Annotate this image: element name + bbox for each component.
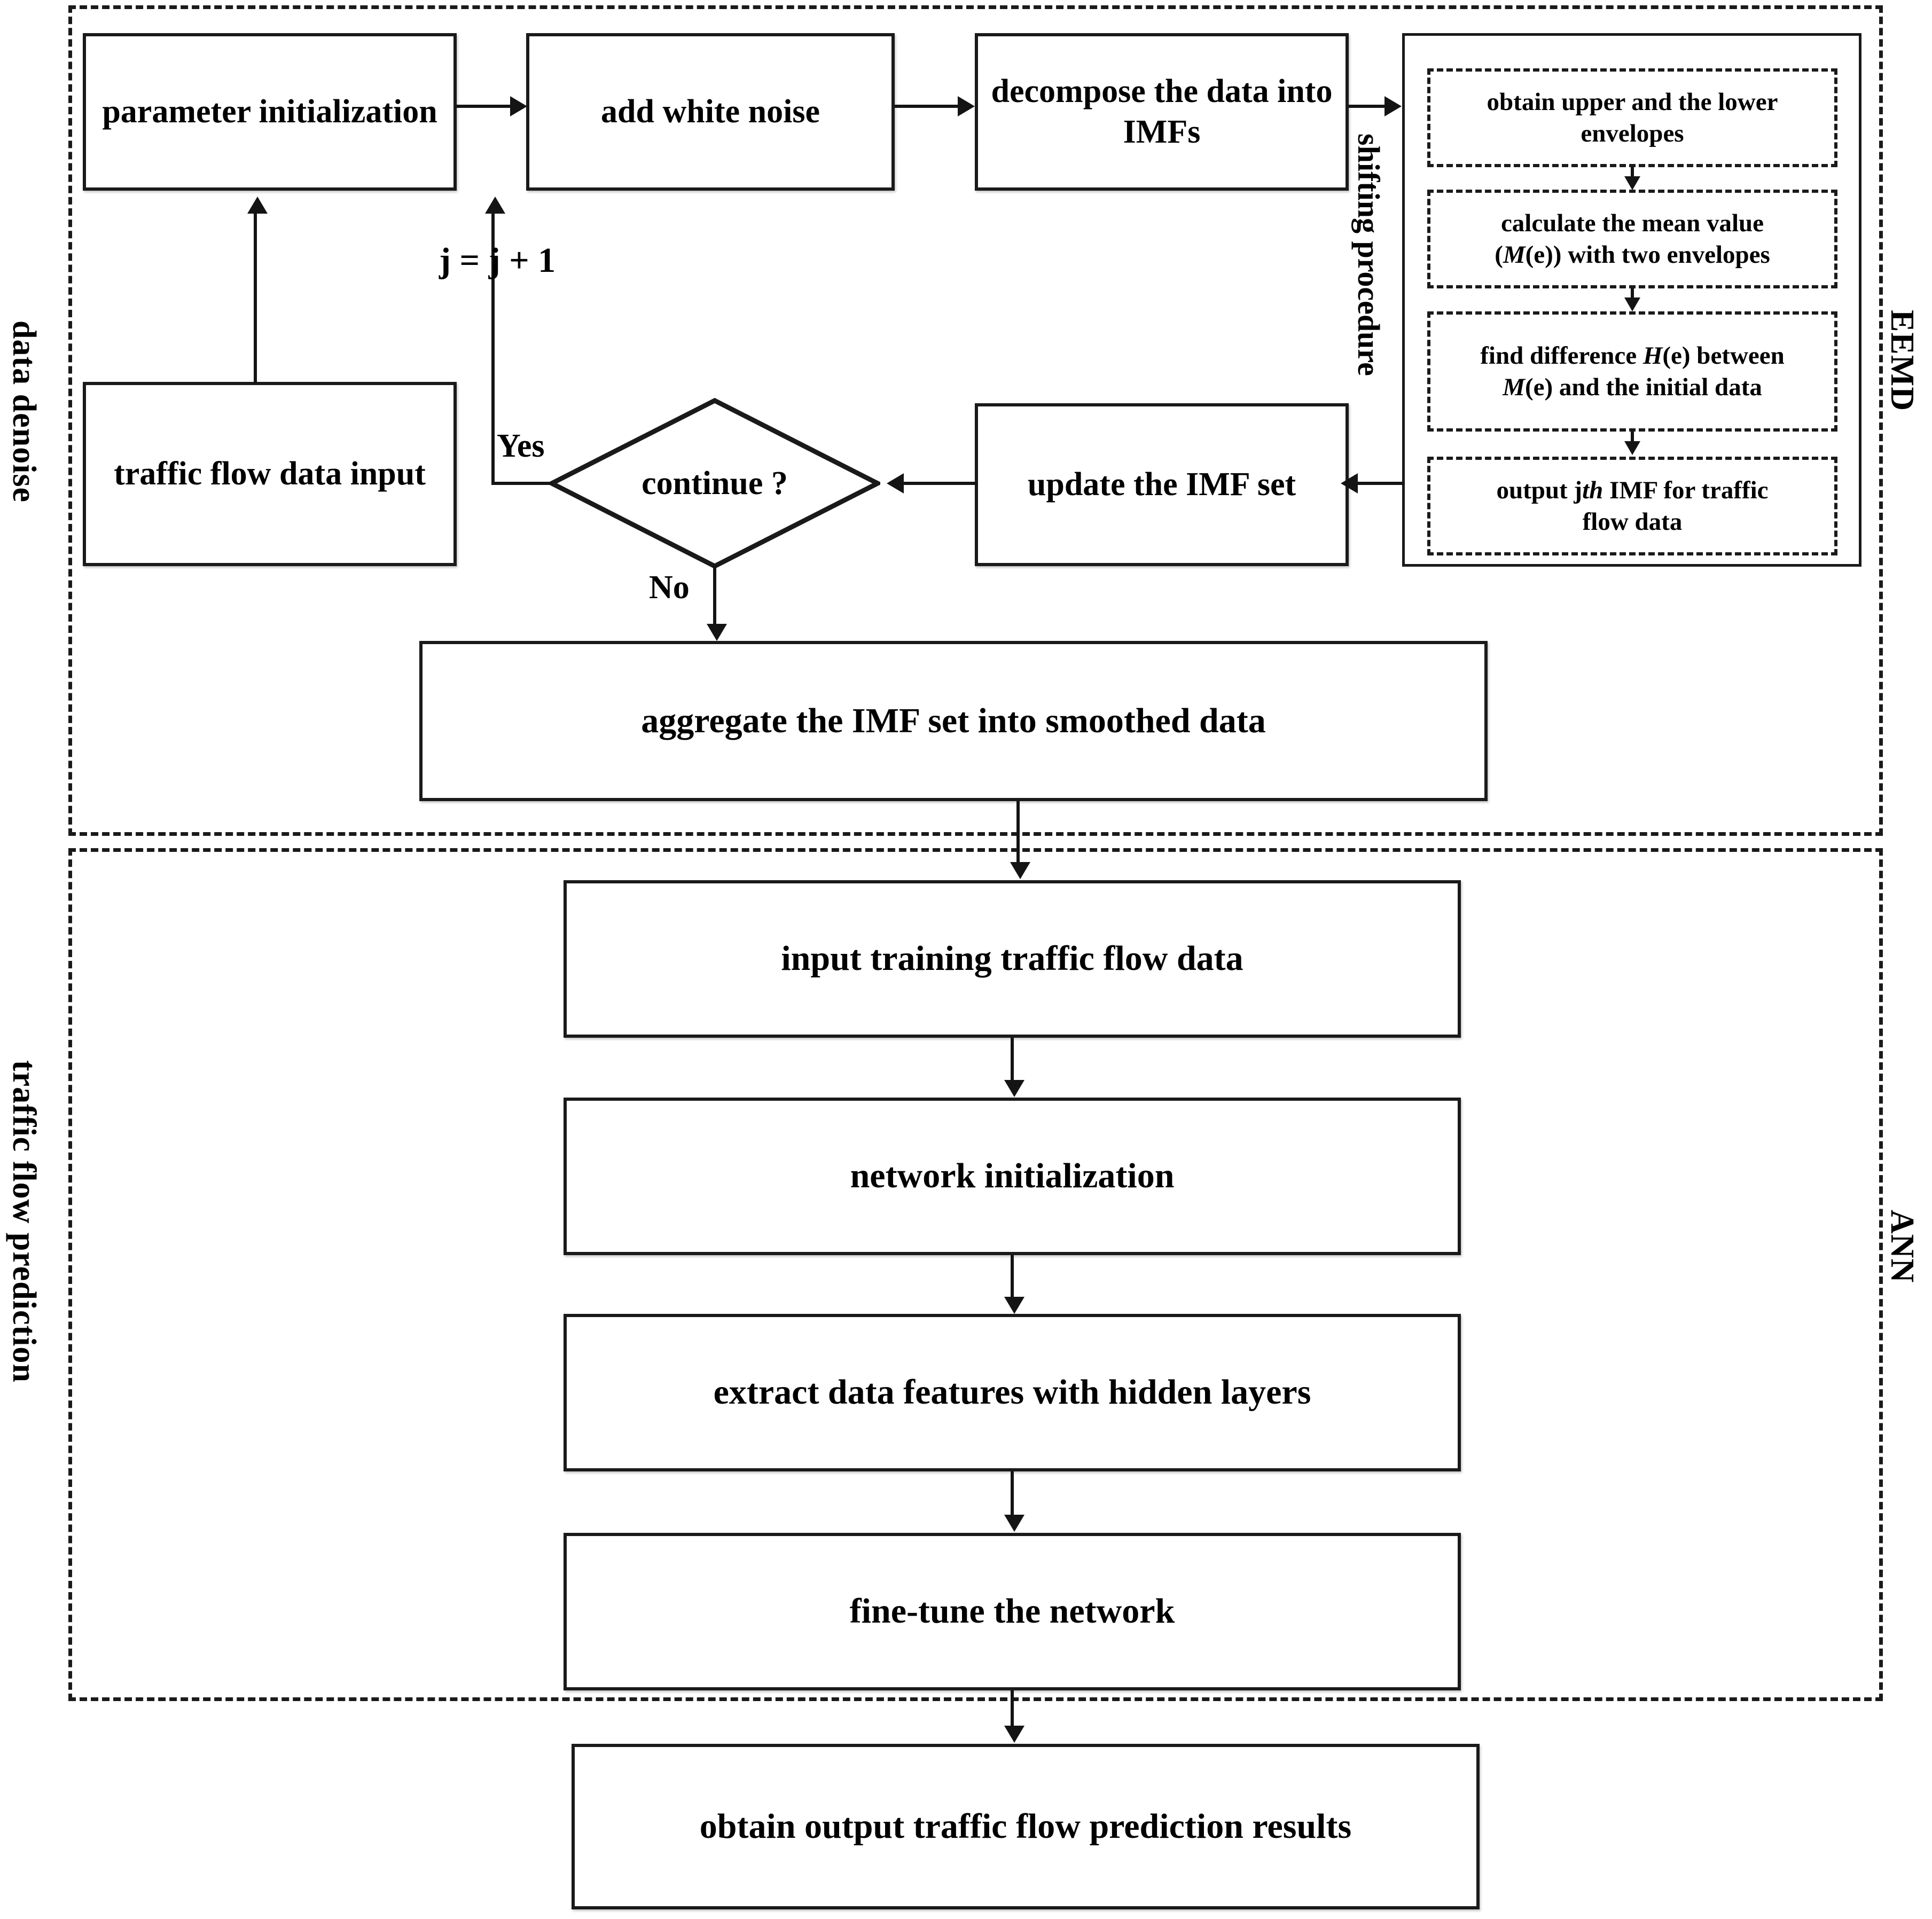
- arrowhead-extract-to-fine-tune: [1004, 1515, 1024, 1532]
- connector-yes-vertical: [491, 214, 495, 485]
- connector-extract-to-fine-tune: [1011, 1471, 1014, 1516]
- connector-param-to-noise: [457, 105, 513, 108]
- symbol-th: th: [1582, 476, 1604, 504]
- arrowhead-decompose-to-shifting: [1385, 96, 1402, 116]
- subbox-output-jth-imf-line1: output jth IMF for traffic: [1496, 475, 1768, 506]
- connector-difference-to-output: [1631, 432, 1634, 443]
- subbox-find-difference-line1: find difference H(e) between: [1480, 340, 1785, 372]
- box-parameter-initialization[interactable]: parameter initialization: [83, 33, 457, 191]
- subbox-output-jth-imf-line2: flow data: [1582, 507, 1683, 536]
- connector-fine-tune-to-output: [1011, 1690, 1014, 1727]
- arrowhead-input-to-param: [247, 197, 268, 214]
- box-extract-data-features[interactable]: extract data features with hidden layers: [564, 1314, 1461, 1471]
- arrowhead-yes-to-noise: [485, 197, 505, 214]
- output-suffix: IMF for traffic: [1603, 476, 1769, 504]
- connector-update-to-decision: [903, 482, 977, 485]
- arrowhead-aggregate-to-input-training: [1010, 862, 1030, 879]
- region-label-traffic-flow-prediction: traffic flow prediction: [6, 1060, 42, 1383]
- arrowhead-mean-to-difference: [1624, 297, 1640, 311]
- box-add-white-noise[interactable]: add white noise: [526, 33, 895, 191]
- box-update-imf-set[interactable]: update the IMF set: [975, 403, 1349, 566]
- subbox-output-jth-imf[interactable]: output jth IMF for traffic flow data: [1427, 457, 1837, 555]
- connector-envelopes-to-mean: [1631, 167, 1634, 179]
- region-label-eemd: EEMD: [1884, 310, 1920, 411]
- box-traffic-flow-data-input[interactable]: traffic flow data input: [83, 382, 457, 566]
- connector-input-to-param: [254, 214, 257, 383]
- initial-data-suffix: (e) and the initial data: [1524, 373, 1762, 401]
- arrowhead-update-to-decision: [887, 473, 904, 494]
- arrowhead-input-to-network-init: [1004, 1080, 1024, 1097]
- label-shifting-procedure: shifting procedure: [1351, 134, 1386, 376]
- output-prefix: output j: [1496, 476, 1583, 504]
- connector-shifting-to-update: [1357, 482, 1405, 485]
- label-loop-counter: j = j + 1: [439, 241, 556, 280]
- arrowhead-network-init-to-extract: [1004, 1297, 1024, 1314]
- find-difference-prefix: find difference: [1480, 341, 1643, 370]
- region-data-denoise-eemd: [68, 5, 1883, 836]
- box-aggregate-imf-set[interactable]: aggregate the IMF set into smoothed data: [419, 641, 1488, 801]
- decision-continue-label: continue ?: [642, 465, 788, 502]
- find-difference-suffix: (e) between: [1662, 341, 1785, 370]
- arrowhead-shifting-to-update: [1341, 473, 1358, 494]
- subbox-find-difference-line2: M(e) and the initial data: [1503, 372, 1762, 403]
- subbox-obtain-envelopes[interactable]: obtain upper and the lower envelopes: [1427, 68, 1837, 167]
- subbox-find-difference[interactable]: find difference H(e) between M(e) and th…: [1427, 311, 1837, 432]
- box-fine-tune-network[interactable]: fine-tune the network: [564, 1533, 1461, 1690]
- box-obtain-output-results[interactable]: obtain output traffic flow prediction re…: [572, 1744, 1480, 1909]
- decision-continue[interactable]: continue ?: [549, 398, 880, 569]
- connector-decompose-to-shifting: [1349, 105, 1386, 108]
- subbox-calculate-mean-value-line2: (M(e)) with two envelopes: [1495, 239, 1770, 271]
- connector-yes-horizontal: [491, 482, 553, 485]
- subbox-obtain-envelopes-line2: envelopes: [1581, 119, 1684, 147]
- label-yes: Yes: [497, 428, 545, 464]
- connector-noise-to-decompose: [895, 105, 959, 108]
- subbox-calculate-mean-value-line1: calculate the mean value: [1500, 209, 1764, 237]
- arrowhead-fine-tune-to-output: [1004, 1726, 1024, 1743]
- symbol-m: M: [1503, 240, 1526, 269]
- arrowhead-param-to-noise: [510, 96, 527, 116]
- region-traffic-flow-prediction-ann: [68, 848, 1883, 1701]
- label-no: No: [649, 569, 690, 606]
- connector-aggregate-to-input-training: [1016, 801, 1020, 864]
- arrowhead-difference-to-output: [1624, 441, 1640, 455]
- box-network-initialization[interactable]: network initialization: [564, 1098, 1461, 1255]
- connector-mean-to-difference: [1631, 288, 1634, 299]
- arrowhead-no-to-aggregate: [707, 624, 727, 641]
- symbol-h: H: [1642, 341, 1663, 370]
- mean-value-suffix: (e)) with two envelopes: [1525, 240, 1770, 269]
- region-label-ann: ANN: [1884, 1210, 1920, 1283]
- connector-network-init-to-extract: [1011, 1255, 1014, 1298]
- box-input-training-data[interactable]: input training traffic flow data: [564, 880, 1461, 1038]
- arrowhead-envelopes-to-mean: [1624, 176, 1640, 190]
- subbox-calculate-mean-value[interactable]: calculate the mean value (M(e)) with two…: [1427, 190, 1837, 288]
- connector-input-to-network-init: [1011, 1038, 1014, 1082]
- subbox-obtain-envelopes-line1: obtain upper and the lower: [1487, 88, 1778, 116]
- box-decompose-into-imfs[interactable]: decompose the data into IMFs: [975, 33, 1349, 191]
- region-label-data-denoise: data denoise: [6, 320, 42, 503]
- paren-open: (: [1495, 240, 1503, 269]
- arrowhead-noise-to-decompose: [958, 96, 975, 116]
- symbol-m-2: M: [1503, 373, 1525, 401]
- connector-no-vertical: [713, 565, 716, 626]
